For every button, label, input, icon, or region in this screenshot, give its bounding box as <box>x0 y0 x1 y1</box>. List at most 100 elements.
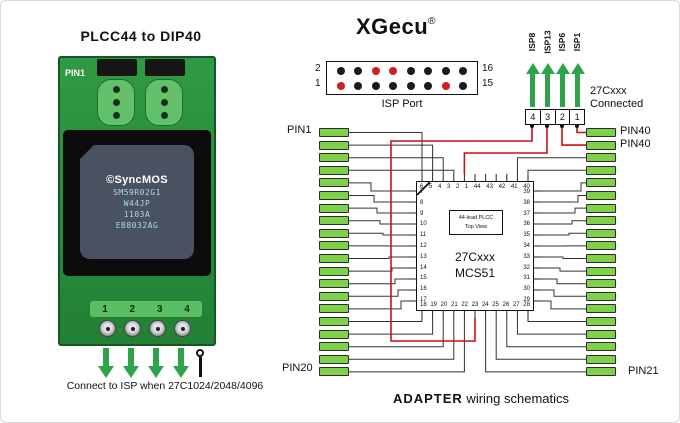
chip-pin-number: 26 <box>502 302 510 308</box>
chip-pin-number: 36 <box>523 221 530 228</box>
dip-pin <box>586 228 616 238</box>
header-note-line1: 27Cxxx <box>590 85 627 97</box>
dip-pin <box>586 266 616 276</box>
chip-pin-number: 39 <box>523 189 530 195</box>
left-panel-title: PLCC44 to DIP40 <box>80 28 202 44</box>
down-arrow-icon <box>173 348 189 378</box>
isp-signal-label: ISP8 <box>527 32 538 52</box>
chip-pin-number: 7 <box>420 189 424 195</box>
solder-pad <box>124 320 141 337</box>
dip-pin <box>319 266 349 276</box>
dip-pin <box>586 128 616 137</box>
board-pin-number: 4 <box>184 304 190 315</box>
isp-header-pin: 4 <box>530 112 536 122</box>
isp-used-pin-dot <box>337 82 345 90</box>
chip-pin-number: 21 <box>450 302 458 308</box>
dip-pin <box>319 190 349 200</box>
dip-pin <box>586 216 616 226</box>
dip-pin <box>586 329 616 339</box>
dip-pin <box>586 140 616 150</box>
schematic-pin1-label: PIN1 <box>287 124 312 136</box>
package-line1: 44-lead PLCC <box>458 215 494 221</box>
chip-marking-line: 1103A <box>123 210 151 219</box>
dip-pin <box>586 153 616 163</box>
footer-adapter-label: ADAPTER <box>392 391 463 406</box>
dip-pin <box>319 316 349 326</box>
board-pin-number: 3 <box>156 304 163 315</box>
dip-pin <box>586 190 616 200</box>
schematic-pin21-label: PIN21 <box>628 365 659 377</box>
isp-pin-dot <box>441 67 450 75</box>
device-name-line2: MCS51 <box>454 266 495 280</box>
isp-used-pin-dot <box>389 67 398 75</box>
board-bottom-strip <box>90 301 202 317</box>
chip-pin-number: 29 <box>523 296 530 303</box>
solder-pad <box>99 320 116 337</box>
chip-marking-line: SM59R02G1 <box>113 188 161 197</box>
board-pin-slot <box>145 79 183 126</box>
board-pin-number: 2 <box>129 304 136 315</box>
footer-caption: ADAPTER wiring schematics <box>331 391 631 406</box>
footer-rest-label: wiring schematics <box>462 391 570 406</box>
isp-signal-label: ISP13 <box>542 30 553 54</box>
dip-pin <box>319 128 349 137</box>
chip-pin-number: 11 <box>420 232 427 239</box>
isp-used-pin-dot <box>441 82 450 90</box>
dip-pin <box>319 304 349 314</box>
chip-pin-number: 10 <box>420 221 427 228</box>
pin-hole-icon <box>112 112 120 119</box>
schematic-pin40-label: PIN40 <box>620 125 651 137</box>
solder-pad <box>174 320 191 337</box>
device-name-line1: 27Cxxx <box>454 250 495 264</box>
board-connector-block <box>97 59 137 76</box>
dip-pin <box>319 342 349 352</box>
chip-pin-number: 44 <box>473 184 481 190</box>
isp-header-connector: 4 3 2 1 <box>525 109 585 125</box>
isp-pin-dot <box>458 82 467 90</box>
isp-pin-symbol-icon <box>194 349 206 379</box>
dip-pin <box>586 342 616 352</box>
chip-pin-number: 1 <box>464 184 469 190</box>
dip-pin <box>586 203 616 213</box>
dip-pin <box>319 367 349 377</box>
dip-pin <box>319 216 349 226</box>
left-panel-caption: Connect to ISP when 27C1024/2048/4096 <box>66 380 264 392</box>
chip-pin-number: 42 <box>498 184 506 190</box>
down-arrow-icon <box>98 348 114 378</box>
isp-signal-label: ISP6 <box>557 32 568 52</box>
pin-hole-icon <box>112 86 120 93</box>
isp-used-pin-dot <box>371 67 380 75</box>
isp-pin-dot <box>337 67 345 75</box>
dip-pin <box>319 228 349 238</box>
chip-pin-number: 12 <box>420 242 427 249</box>
isp-port-label: ISP Port <box>381 98 423 110</box>
chip-pin-number: 30 <box>523 286 530 293</box>
board-pin-slot <box>97 79 135 126</box>
down-arrow-icon <box>148 348 164 378</box>
dip-pin <box>319 153 349 163</box>
dip-pin <box>319 279 349 289</box>
isp-port-connector <box>326 61 478 95</box>
chip-pin-number: 24 <box>481 302 489 308</box>
board-pin1-label: PIN1 <box>65 68 86 78</box>
isp-port-dots-bottom <box>337 82 467 90</box>
package-label-box: 44-lead PLCC Top View <box>449 210 503 235</box>
chip-pin-number: 8 <box>420 199 424 206</box>
chip-pin-number: 37 <box>523 210 530 217</box>
board-pin-numbers: 1 2 3 4 <box>96 304 196 315</box>
dip-pin <box>586 178 616 188</box>
dip-pin <box>586 304 616 314</box>
chip-pin-number: 25 <box>492 302 499 308</box>
dip-pin <box>319 253 349 263</box>
dip-pin <box>319 329 349 339</box>
dip-pin <box>319 241 349 251</box>
isp-pin-dot <box>406 67 415 75</box>
isp-pin-dot <box>458 67 467 75</box>
chip-marking-line: EB8032AG <box>115 221 159 230</box>
pin-hole-icon <box>160 86 168 93</box>
